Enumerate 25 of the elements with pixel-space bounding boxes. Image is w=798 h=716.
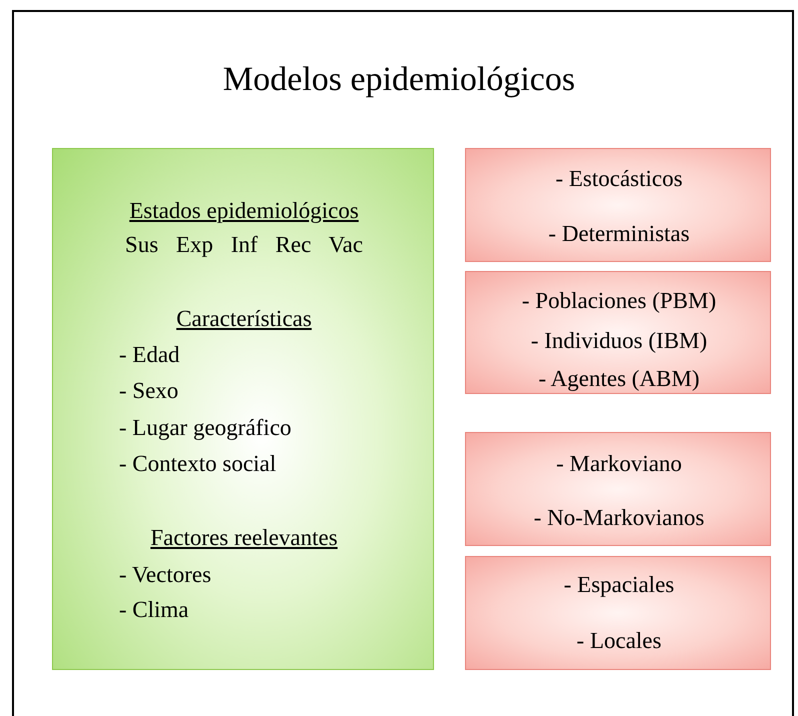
list-item: - Deterministas bbox=[548, 220, 690, 248]
list-item: - Sexo bbox=[119, 377, 178, 405]
list-item: - Locales bbox=[576, 627, 662, 655]
category-box bbox=[465, 271, 771, 394]
diagram-title: Modelos epidemiológicos bbox=[222, 60, 576, 100]
list-item: - Poblaciones (PBM) bbox=[522, 287, 716, 315]
category-box bbox=[465, 432, 771, 546]
state-list: Sus Exp Inf Rec Vac bbox=[125, 231, 363, 259]
list-item: - Edad bbox=[119, 341, 180, 369]
list-item: - Lugar geográfico bbox=[119, 414, 292, 442]
list-item: - Markoviano bbox=[556, 450, 682, 478]
list-item: - Espaciales bbox=[564, 571, 674, 599]
list-item: - No-Markovianos bbox=[534, 504, 704, 532]
list-item: - Clima bbox=[119, 596, 189, 624]
list-item: - Individuos (IBM) bbox=[530, 327, 708, 355]
list-item: - Estocásticos bbox=[555, 165, 683, 193]
section-heading: Factores reelevantes bbox=[150, 524, 338, 552]
category-box bbox=[465, 148, 771, 262]
section-heading: Características bbox=[176, 305, 312, 333]
list-item: - Agentes (ABM) bbox=[538, 365, 700, 393]
category-panel bbox=[52, 148, 434, 670]
category-box bbox=[465, 556, 771, 670]
list-item: - Vectores bbox=[119, 561, 212, 589]
list-item: - Contexto social bbox=[119, 450, 276, 478]
section-heading: Estados epidemiológicos bbox=[129, 197, 359, 225]
